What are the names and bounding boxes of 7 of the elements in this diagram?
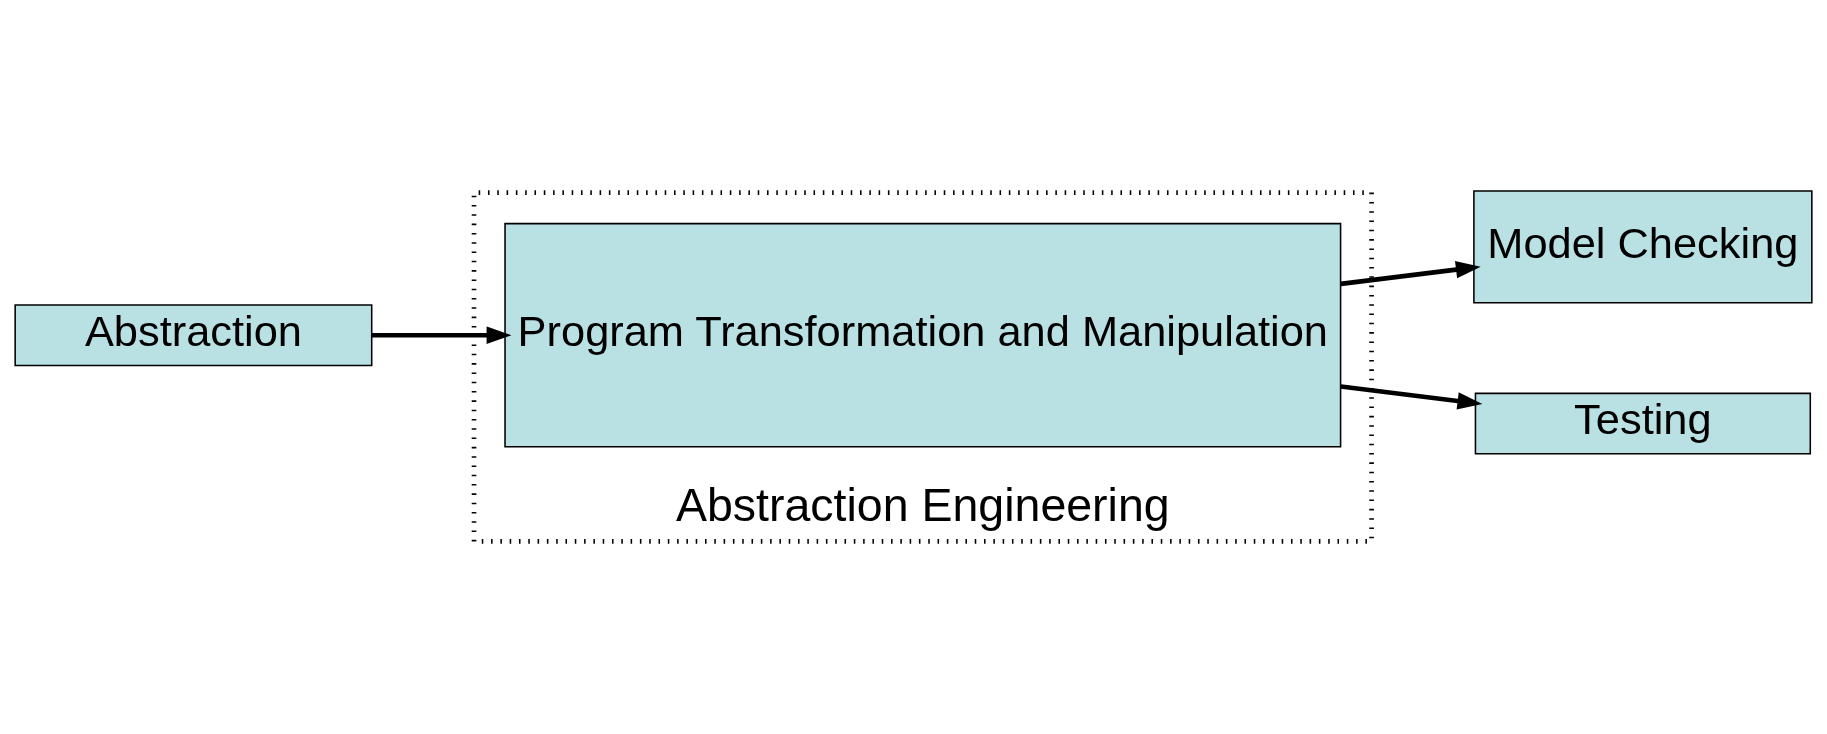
node-box: Program Transformation and Manipulation <box>504 222 1342 448</box>
arrow <box>371 326 512 344</box>
node-box: Abstraction <box>14 304 373 367</box>
node-box: Model Checking <box>1473 190 1813 304</box>
arrow <box>1340 384 1483 410</box>
arrow <box>1340 261 1481 287</box>
node-box: Testing <box>1474 392 1812 455</box>
